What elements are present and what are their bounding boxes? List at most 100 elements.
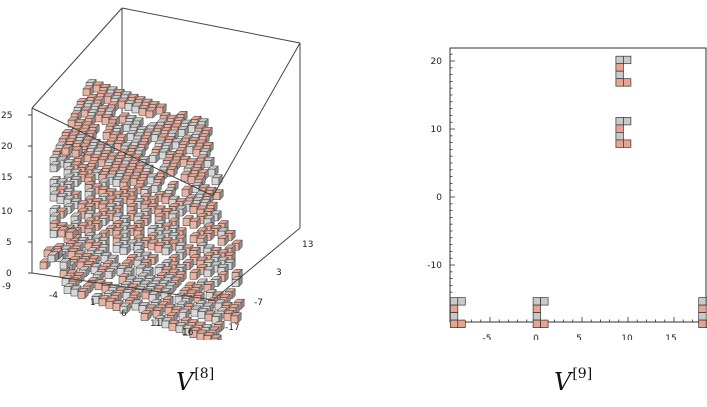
voxel	[168, 319, 180, 331]
voxel-side	[54, 251, 59, 263]
voxel-face	[103, 95, 112, 104]
voxel	[92, 81, 104, 93]
glyph-square	[615, 132, 624, 141]
voxel-3d-canvas: 0 5 10 15 20 25 -9 -4 1 6 11 16 -17 -7 3…	[1, 7, 313, 346]
glyph-square	[449, 319, 459, 328]
voxel-side	[231, 288, 236, 300]
voxel-face	[180, 174, 189, 182]
voxel-3d-plot: 0 5 10 15 20 25 -9 -4 1 6 11 16 -17 -7 3…	[0, 0, 340, 407]
voxel	[91, 219, 103, 232]
voxel-face	[203, 269, 212, 278]
voxel	[71, 146, 83, 158]
x-tick-label: 16	[182, 328, 194, 338]
voxel-side	[89, 85, 94, 97]
voxel-face	[47, 254, 56, 263]
voxel-side	[240, 298, 245, 310]
voxel-face	[65, 231, 74, 240]
voxel-face	[161, 320, 170, 329]
voxel-side	[152, 107, 157, 119]
x-tick-label: -5	[483, 334, 492, 340]
voxel	[119, 244, 131, 256]
voxel-side	[196, 268, 201, 280]
voxel-side	[217, 275, 222, 288]
voxel	[140, 309, 152, 322]
y-tick-label: 3	[276, 268, 282, 278]
glyph-stack	[449, 297, 466, 328]
z-tick-label: 25	[1, 111, 12, 121]
glyph-square	[449, 312, 459, 321]
voxel-face	[230, 315, 239, 324]
z-tick-label: 0	[6, 269, 12, 279]
voxel-side	[126, 302, 131, 314]
glyph-stack	[532, 297, 549, 328]
voxel	[104, 267, 116, 280]
y-tick-label: 0	[436, 193, 442, 203]
voxel-side	[72, 228, 77, 240]
voxel-side	[220, 320, 225, 333]
y-tick-label: -7	[254, 298, 263, 308]
voxel-side	[182, 270, 187, 283]
voxel	[147, 239, 159, 251]
glyph-square	[615, 139, 624, 148]
voxel-face	[196, 332, 205, 341]
projection-2d-canvas: -5 0 5 10 15 -10 0 10 20	[427, 47, 707, 344]
voxel	[161, 244, 173, 256]
voxel	[47, 251, 59, 263]
glyph-square	[623, 55, 632, 65]
voxel-projection-glyphs	[449, 55, 707, 328]
caption-superscript: [9]	[572, 366, 593, 382]
voxel-face	[207, 168, 216, 177]
x-tick-label: 10	[621, 334, 633, 340]
voxel-face	[104, 271, 113, 279]
caption-superscript: [8]	[194, 366, 215, 382]
voxel	[152, 306, 164, 319]
voxel-side	[210, 266, 215, 278]
voxel-face	[129, 178, 138, 186]
glyph-square	[623, 139, 632, 148]
voxel-face	[61, 147, 70, 156]
x-tick-label: 5	[576, 334, 582, 340]
voxel-face	[49, 164, 58, 173]
voxel-side	[78, 146, 83, 158]
glyph-square	[623, 78, 632, 87]
voxel-side	[89, 282, 94, 294]
y-tick-label: -17	[225, 323, 240, 333]
voxel-face	[112, 303, 121, 311]
voxel	[77, 287, 89, 300]
voxel	[210, 275, 222, 288]
voxel	[131, 102, 143, 114]
voxel	[189, 268, 201, 280]
voxel-face	[189, 220, 198, 229]
glyph-square	[457, 319, 466, 328]
voxel-side	[56, 161, 61, 173]
voxel-face	[102, 132, 111, 140]
voxel-face	[94, 282, 103, 291]
voxel-face	[131, 302, 140, 311]
voxel-face	[192, 149, 201, 157]
voxel	[230, 312, 242, 324]
voxel	[203, 156, 215, 169]
voxel-face	[189, 235, 198, 244]
voxel-face	[119, 247, 128, 256]
voxel-side	[219, 188, 224, 201]
voxel-face	[150, 134, 159, 142]
caption-symbol: V	[176, 368, 194, 396]
voxel	[148, 151, 160, 164]
voxel-face	[154, 245, 163, 253]
voxel-face	[97, 159, 106, 168]
glyph-square	[532, 319, 541, 328]
voxel	[197, 118, 209, 130]
voxel-face	[138, 108, 147, 116]
voxel-face	[124, 103, 133, 111]
voxel-cluster	[39, 78, 245, 346]
voxel-side	[162, 103, 167, 115]
caption-v8: V[8]	[176, 366, 214, 396]
voxel-face	[101, 117, 110, 125]
z-tick-label: 5	[6, 238, 12, 248]
voxel-face	[57, 229, 66, 238]
voxel	[212, 188, 224, 201]
voxel-side	[154, 253, 159, 266]
voxel-side	[58, 248, 63, 260]
glyph-square	[449, 304, 459, 313]
voxel-side	[231, 258, 236, 271]
